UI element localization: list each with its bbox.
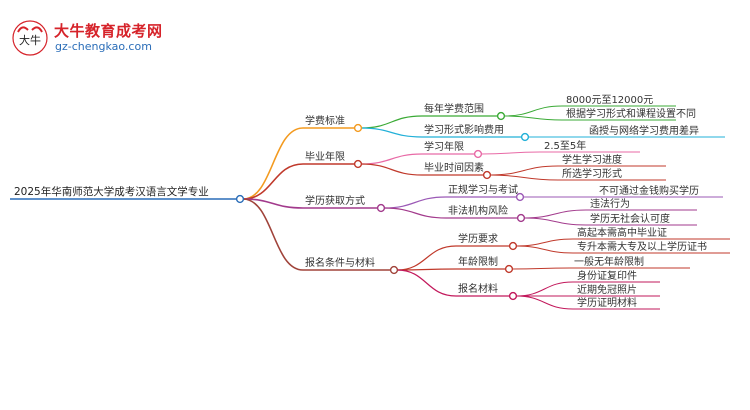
sub-branch-label: 学历要求: [458, 232, 498, 245]
leaf-label: 学历证明材料: [577, 296, 637, 309]
branch-label: 学费标准: [305, 114, 345, 127]
sub-branch-label: 学习形式影响费用: [424, 123, 504, 136]
sub-branch-edge: [396, 245, 457, 271]
leaf-label: 函授与网络学习费用差异: [589, 124, 699, 137]
leaf-label: 近期免冠照片: [577, 283, 637, 296]
leaf-edge: [523, 217, 587, 226]
sub-branch-label: 学习年限: [424, 140, 464, 153]
sub-branch-label: 正规学习与考试: [448, 183, 518, 196]
leaf-label: 学生学习进度: [562, 153, 622, 166]
branch-dot[interactable]: [353, 123, 363, 133]
branch-edge: [242, 163, 304, 200]
sub-branch-edge: [396, 269, 457, 297]
sub-branch-label: 非法机构风险: [448, 204, 508, 217]
leaf-edge: [511, 267, 571, 270]
sub-branch-dot[interactable]: [473, 149, 483, 159]
branch-dot[interactable]: [353, 159, 363, 169]
bull-logo-icon: 大牛: [12, 20, 48, 56]
leaf-label: 2.5至5年: [544, 139, 586, 152]
leaf-label: 根据学习形式和课程设置不同: [566, 107, 696, 120]
branch-edge: [242, 198, 304, 271]
sub-branch-dot[interactable]: [508, 291, 518, 301]
sub-branch-dot[interactable]: [516, 213, 526, 223]
sub-branch-dot[interactable]: [496, 111, 506, 121]
sub-branch-dot[interactable]: [504, 264, 514, 274]
sub-branch-label: 每年学费范围: [424, 102, 484, 115]
branch-dot[interactable]: [389, 265, 399, 275]
sub-branch-edge: [360, 163, 423, 176]
leaf-edge: [489, 165, 559, 176]
svg-text:大牛: 大牛: [19, 33, 41, 47]
leaf-edge: [489, 174, 559, 181]
sub-branch-label: 毕业时间因素: [424, 161, 484, 174]
leaf-label: 高起本需高中毕业证: [577, 226, 667, 239]
leaf-label: 学历无社会认可度: [590, 212, 670, 225]
leaf-label: 专升本需大专及以上学历证书: [577, 240, 707, 253]
leaf-edge: [515, 245, 574, 254]
sub-branch-edge: [360, 115, 423, 129]
leaf-label: 违法行为: [590, 197, 630, 210]
leaf-label: 不可通过金钱购买学历: [599, 184, 699, 197]
leaf-label: 身份证复印件: [577, 269, 637, 282]
leaf-edge: [523, 209, 587, 219]
branch-label: 学历获取方式: [305, 194, 365, 207]
logo-url: gz-chengkao.com: [55, 40, 152, 53]
root-node-label: 2025年华南师范大学成考汉语言文学专业: [14, 185, 209, 198]
branch-edge: [242, 127, 304, 200]
leaf-edge: [480, 151, 541, 155]
leaf-label: 所选学习形式: [562, 167, 622, 180]
sub-branch-label: 报名材料: [458, 282, 498, 295]
mind-map-nodes: 2025年华南师范大学成考汉语言文学专业 学费标准 每年学费范围 8000元至1200…: [14, 94, 707, 309]
branch-dot[interactable]: [376, 203, 386, 213]
sub-branch-edge: [383, 207, 447, 219]
leaf-edge: [503, 105, 563, 117]
sub-branch-edge: [360, 127, 423, 138]
leaf-label: 8000元至12000元: [566, 94, 653, 106]
sub-branch-edge: [383, 196, 447, 209]
sub-branch-dot[interactable]: [515, 192, 525, 202]
root-node-dot[interactable]: [235, 194, 245, 204]
mind-map-edges: [10, 105, 730, 310]
logo-title: 大牛教育成考网: [54, 22, 163, 40]
branch-edge: [242, 198, 304, 209]
sub-branch-dot[interactable]: [508, 241, 518, 251]
branch-label: 报名条件与材料: [305, 256, 375, 269]
sub-branch-dot[interactable]: [482, 170, 492, 180]
leaf-label: 一般无年龄限制: [574, 255, 644, 268]
leaf-edge: [515, 295, 574, 310]
leaf-edge: [515, 281, 574, 297]
branch-label: 毕业年限: [305, 150, 345, 163]
sub-branch-dot[interactable]: [520, 132, 530, 142]
leaf-edge: [515, 238, 574, 247]
leaf-edge: [503, 115, 563, 121]
sub-branch-edge: [360, 153, 423, 165]
site-logo[interactable]: 大牛 大牛教育成考网 gz-chengkao.com: [10, 18, 175, 60]
sub-branch-label: 年龄限制: [458, 255, 498, 268]
